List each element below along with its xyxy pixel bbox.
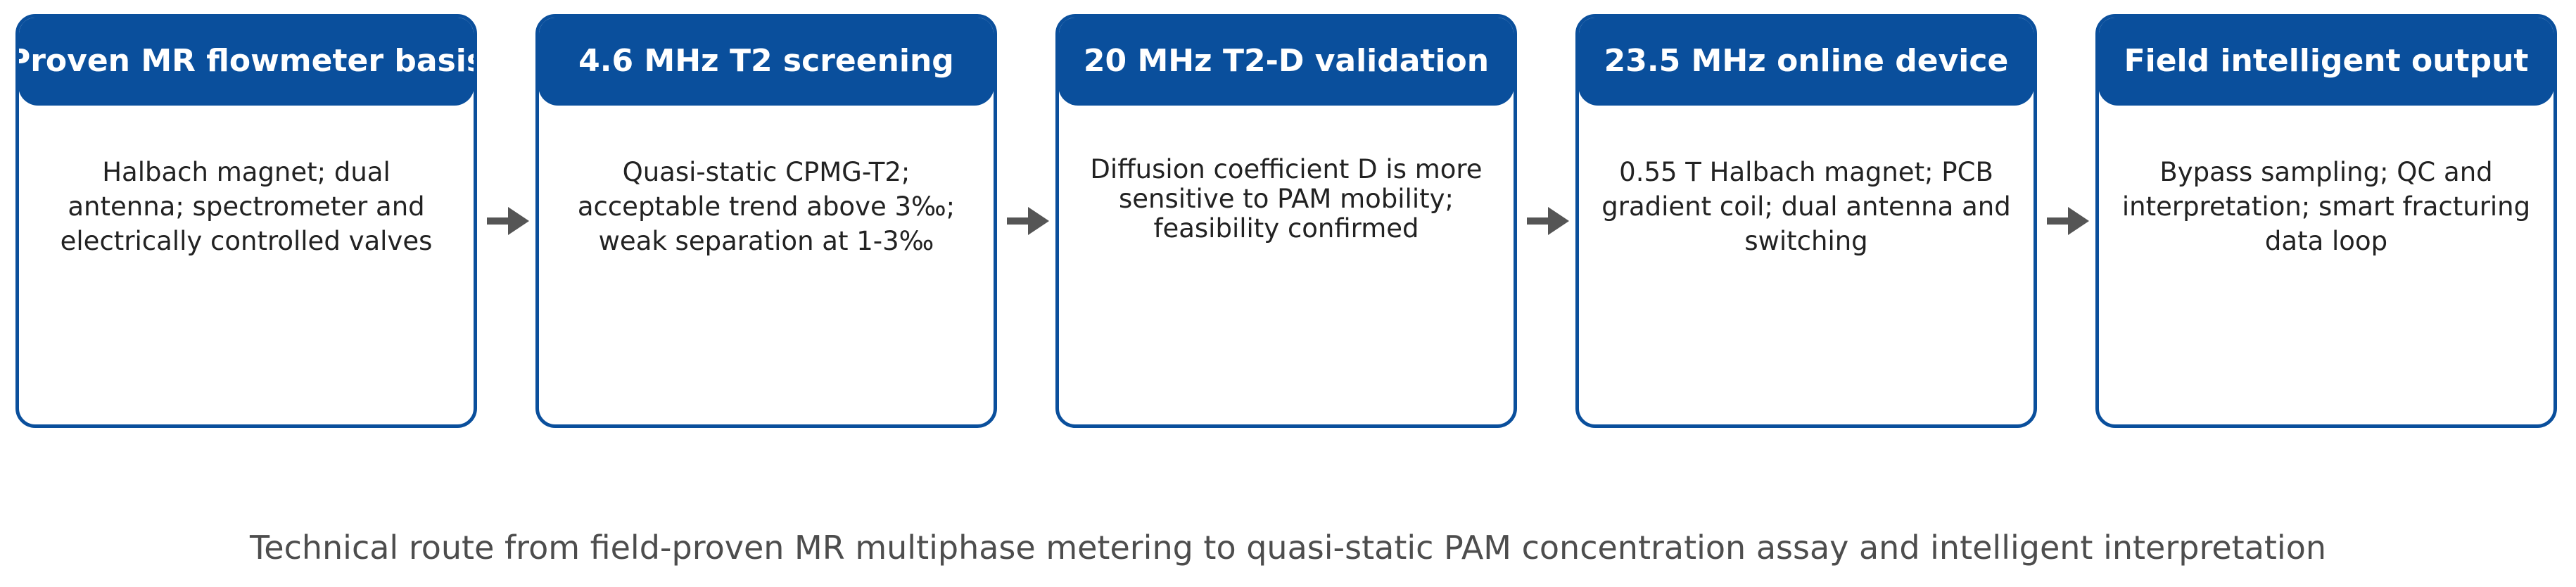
step-title: Proven MR flowmeter basis [18,43,474,79]
step-header: 20 MHz T2-D validation [1059,18,1514,106]
step-title: 23.5 MHz online device [1604,43,2009,79]
step-box-t2-screening: 4.6 MHz T2 screening Quasi-static CPMG-T… [535,14,997,428]
step-header: 23.5 MHz online device [1579,18,2033,106]
step-description: Diffusion coefficient D is more sensitiv… [1090,154,1483,244]
step-title: 4.6 MHz T2 screening [578,43,954,79]
arrow-right-icon [1527,207,1569,235]
step-header: 4.6 MHz T2 screening [539,18,994,106]
step-box-t2d-validation: 20 MHz T2-D validation Diffusion coeffic… [1055,14,1517,428]
arrow-right-icon [2047,207,2089,235]
step-title: Field intelligent output [2124,43,2529,79]
step-header: Field intelligent output [2099,18,2553,106]
step-description: Quasi-static CPMG-T2; acceptable trend a… [577,157,956,256]
arrow-right-icon [1007,207,1049,235]
step-description: 0.55 T Halbach magnet; PCB gradient coil… [1601,157,2011,256]
figure-caption: Technical route from field-proven MR mul… [249,529,2326,567]
step-box-mr-flowmeter-basis: Proven MR flowmeter basis Halbach magnet… [15,14,477,428]
step-description: Halbach magnet; dual antenna; spectromet… [60,157,433,256]
arrow-right-icon [487,207,529,235]
step-description: Bypass sampling; QC and interpretation; … [2121,157,2531,256]
step-header: Proven MR flowmeter basis [18,18,474,106]
step-box-field-intelligent-output: Field intelligent output Bypass sampling… [2095,14,2557,428]
step-title: 20 MHz T2-D validation [1083,43,1490,79]
step-box-online-device: 23.5 MHz online device 0.55 T Halbach ma… [1575,14,2037,428]
